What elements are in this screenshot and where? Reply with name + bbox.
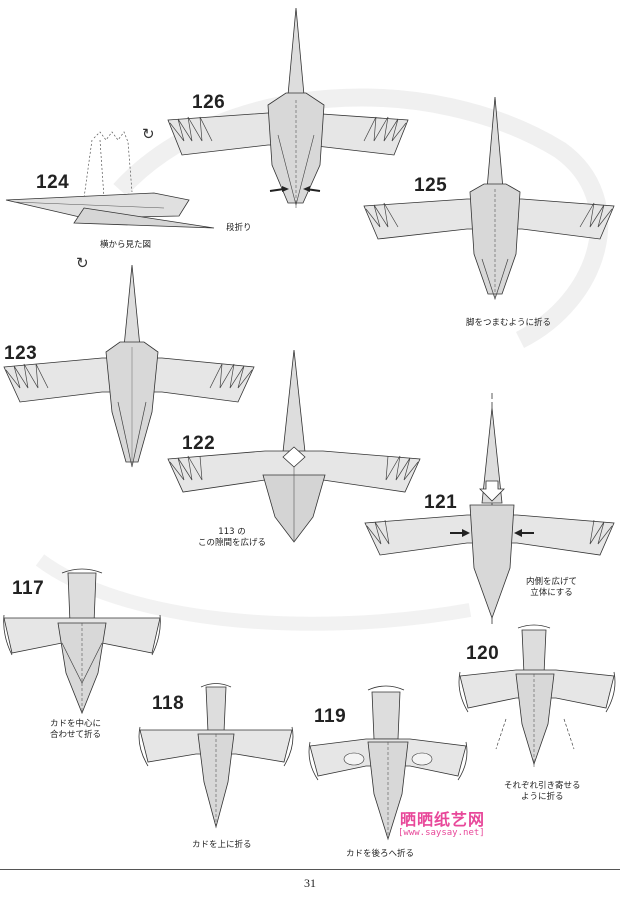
- rotate-icon-2: ↻: [76, 254, 89, 272]
- figure-step-122: [167, 349, 421, 543]
- caption-step-126: 脚をつまむように折る: [466, 318, 552, 328]
- figure-step-125: [167, 7, 409, 210]
- figure-step-120: [458, 624, 616, 769]
- step-number-126: 125: [414, 175, 448, 196]
- caption-step-120-line-2: ように折る: [521, 792, 564, 802]
- step-number-117: 117: [12, 578, 45, 599]
- watermark-url: [www.saysay.net]: [398, 828, 485, 838]
- step-number-123: 123: [4, 343, 38, 364]
- figure-step-117: [3, 568, 161, 715]
- caption-step-124: 横から見た図: [100, 240, 152, 250]
- figure-step-126: [363, 96, 615, 301]
- caption-step-125: 段折り: [226, 223, 252, 233]
- figure-step-124: [5, 131, 215, 229]
- caption-step-118: カドを上に折る: [192, 840, 252, 850]
- step-number-125: 126: [192, 92, 226, 113]
- step-number-119: 119: [314, 706, 347, 727]
- figure-step-118: [138, 683, 294, 829]
- rotate-icon: ↻: [142, 125, 155, 143]
- caption-step-122: 113 の この隙間を広げる: [198, 527, 266, 549]
- caption-step-122-line-2: この隙間を広げる: [198, 538, 267, 548]
- footer-divider: [0, 869, 620, 870]
- caption-step-120-line-1: それぞれ引き寄せる: [504, 781, 581, 791]
- step-number-118: 118: [152, 693, 185, 714]
- caption-step-119: カドを後ろへ折る: [346, 849, 415, 859]
- caption-step-117-line-2: 合わせて折る: [50, 730, 102, 740]
- caption-step-121-line-1: 内側を広げて: [526, 577, 578, 587]
- caption-step-122-line-1: 113 の: [218, 527, 246, 537]
- page-number: 31: [304, 876, 316, 890]
- step-number-124: 124: [36, 172, 70, 193]
- caption-step-121-line-2: 立体にする: [530, 588, 573, 598]
- caption-step-117-line-1: カドを中心に: [50, 719, 102, 729]
- step-number-120: 120: [466, 643, 500, 664]
- caption-step-121: 内側を広げて 立体にする: [526, 577, 577, 599]
- figure-step-123: [3, 264, 255, 468]
- figure-step-121: [364, 393, 615, 625]
- step-number-122: 122: [182, 433, 216, 454]
- step-number-121: 121: [424, 492, 458, 513]
- caption-step-117: カドを中心に 合わせて折る: [50, 719, 101, 741]
- caption-step-120: それぞれ引き寄せる ように折る: [504, 781, 581, 803]
- figure-step-119: [308, 685, 468, 841]
- watermark-site-name: 晒晒纸艺网: [400, 810, 486, 829]
